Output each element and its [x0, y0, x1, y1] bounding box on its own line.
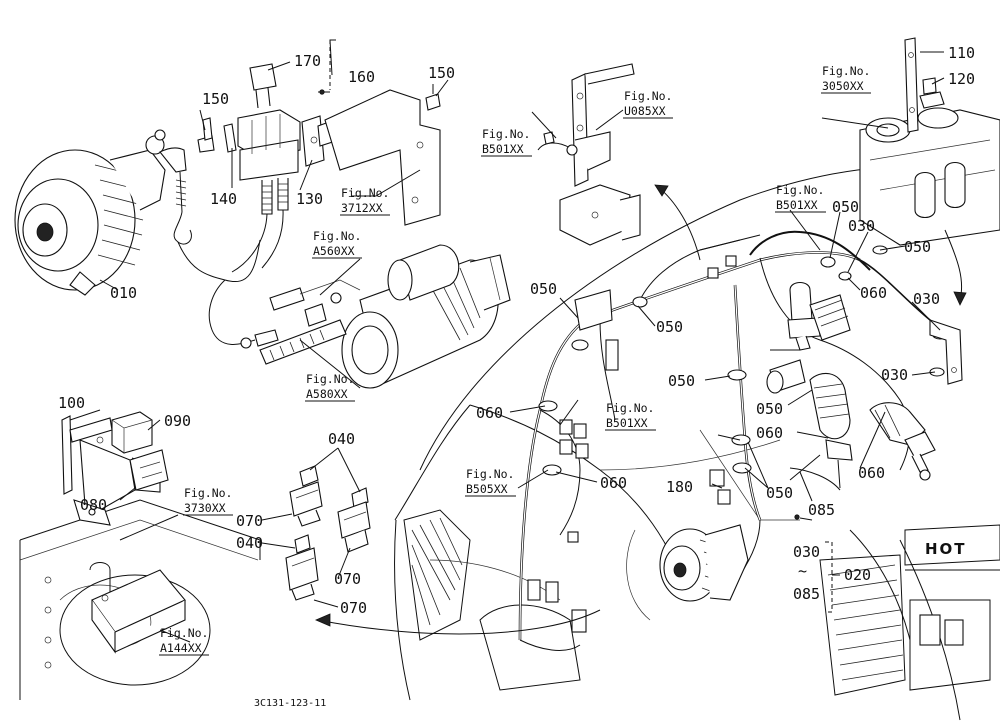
- fig-ref-3050: Fig.No. 3050XX: [821, 64, 871, 94]
- svg-text:3050XX: 3050XX: [822, 79, 864, 93]
- label-085-b: 085: [793, 585, 820, 603]
- alternator-010: [14, 129, 166, 296]
- label-140: 140: [210, 190, 237, 208]
- battery-tray-outline: [19, 499, 261, 700]
- label-180: 180: [666, 478, 693, 496]
- label-030-b: 030: [913, 290, 940, 308]
- label-130: 130: [296, 190, 323, 208]
- engine-side-grille: HOT: [819, 524, 1000, 696]
- fig-ref-b501-center: Fig.No. B501XX: [605, 401, 656, 431]
- svg-text:Fig.No.: Fig.No.: [306, 372, 354, 386]
- label-050-a: 050: [832, 198, 859, 216]
- label-050-f: 050: [756, 400, 783, 418]
- label-030-d: 030: [793, 543, 820, 561]
- label-050-b: 050: [904, 238, 931, 256]
- label-160: 160: [348, 68, 375, 86]
- svg-text:Fig.No.: Fig.No.: [160, 626, 208, 640]
- fig-ref-b505: Fig.No. B505XX: [465, 467, 516, 497]
- label-150-b: 150: [428, 64, 455, 82]
- label-070-a: 070: [236, 512, 263, 530]
- svg-text:Fig.No.: Fig.No.: [776, 183, 824, 197]
- relay-090: [111, 411, 153, 454]
- label-040-a: 040: [328, 430, 355, 448]
- svg-text:Fig.No.: Fig.No.: [822, 64, 870, 78]
- fuse-connector-070-lower: [285, 534, 319, 601]
- figure-references: Fig.No. 3712XX Fig.No. A560XX Fig.No. A5…: [159, 64, 871, 656]
- label-050-g: 050: [766, 484, 793, 502]
- fig-ref-b501-right: Fig.No. B501XX: [775, 183, 826, 213]
- svg-text:B501XX: B501XX: [482, 142, 524, 156]
- label-060-a: 060: [860, 284, 887, 302]
- relay-socket-080: [129, 449, 169, 491]
- label-150-a: 150: [202, 90, 229, 108]
- svg-text:U085XX: U085XX: [624, 104, 666, 118]
- fig-ref-a144: Fig.No. A144XX: [159, 626, 209, 656]
- label-085-a: 085: [808, 501, 835, 519]
- label-050-d: 050: [656, 318, 683, 336]
- label-060-d: 060: [756, 424, 783, 442]
- label-040-b: 040: [236, 534, 263, 552]
- label-tilde: ~: [798, 562, 807, 580]
- fig-ref-a580: Fig.No. A580XX: [305, 372, 355, 402]
- reference-arrows: [314, 184, 967, 635]
- label-090: 090: [164, 412, 191, 430]
- svg-text:B501XX: B501XX: [606, 416, 648, 430]
- label-030-a: 030: [848, 217, 875, 235]
- label-060-b: 060: [476, 404, 503, 422]
- svg-text:3712XX: 3712XX: [341, 201, 383, 215]
- fig-ref-3730: Fig.No. 3730XX: [183, 486, 233, 516]
- hot-warning-text: HOT: [925, 540, 967, 558]
- label-070-b: 070: [334, 570, 361, 588]
- label-110: 110: [948, 44, 975, 62]
- svg-text:Fig.No.: Fig.No.: [341, 186, 389, 200]
- label-120: 120: [948, 70, 975, 88]
- svg-text:Fig.No.: Fig.No.: [184, 486, 232, 500]
- sensors-right: [766, 281, 963, 481]
- fig-ref-b501-top: Fig.No. B501XX: [481, 127, 532, 157]
- label-030-c: 030: [881, 366, 908, 384]
- mounting-plate-3712: [324, 84, 441, 226]
- svg-text:Fig.No.: Fig.No.: [466, 467, 514, 481]
- engine-head-3050: [859, 37, 1000, 246]
- label-070-c: 070: [340, 599, 367, 617]
- label-100: 100: [58, 394, 85, 412]
- part-number-labels: 010 020 030 030 030 030 ~ 040 040 050 05…: [58, 44, 975, 617]
- svg-text:Fig.No.: Fig.No.: [624, 89, 672, 103]
- label-010: 010: [110, 284, 137, 302]
- svg-text:B501XX: B501XX: [776, 198, 818, 212]
- harness-connectors: [527, 255, 737, 633]
- svg-text:Fig.No.: Fig.No.: [482, 127, 530, 141]
- drawing-code: 3C131-123-11: [254, 698, 326, 709]
- label-080: 080: [80, 496, 107, 514]
- label-050-e: 050: [668, 372, 695, 390]
- fuse-connector-040-top: [289, 465, 323, 527]
- alternator-installed: [626, 524, 749, 621]
- label-050-c: 050: [530, 280, 557, 298]
- label-020: 020: [844, 566, 871, 584]
- svg-text:A144XX: A144XX: [160, 641, 202, 655]
- fig-ref-a560: Fig.No. A560XX: [312, 229, 362, 259]
- fig-ref-3712: Fig.No. 3712XX: [340, 186, 390, 216]
- fuse-connector-070-right: [337, 487, 371, 553]
- fuse-holder-160: [197, 63, 301, 273]
- fig-ref-u085: Fig.No. U085XX: [623, 89, 673, 119]
- label-060-c: 060: [600, 474, 627, 492]
- svg-text:3730XX: 3730XX: [184, 501, 226, 515]
- leader-lines: [69, 39, 945, 643]
- svg-text:B505XX: B505XX: [466, 482, 508, 496]
- starter-motor: [341, 244, 511, 389]
- svg-text:Fig.No.: Fig.No.: [606, 401, 654, 415]
- alternator-cable: [159, 147, 279, 349]
- upper-bracket-u085: [537, 63, 641, 246]
- svg-text:A580XX: A580XX: [306, 387, 348, 401]
- svg-text:A560XX: A560XX: [313, 244, 355, 258]
- front-grille: [403, 509, 581, 691]
- label-060-e: 060: [858, 464, 885, 482]
- svg-text:Fig.No.: Fig.No.: [313, 229, 361, 243]
- label-170: 170: [294, 52, 321, 70]
